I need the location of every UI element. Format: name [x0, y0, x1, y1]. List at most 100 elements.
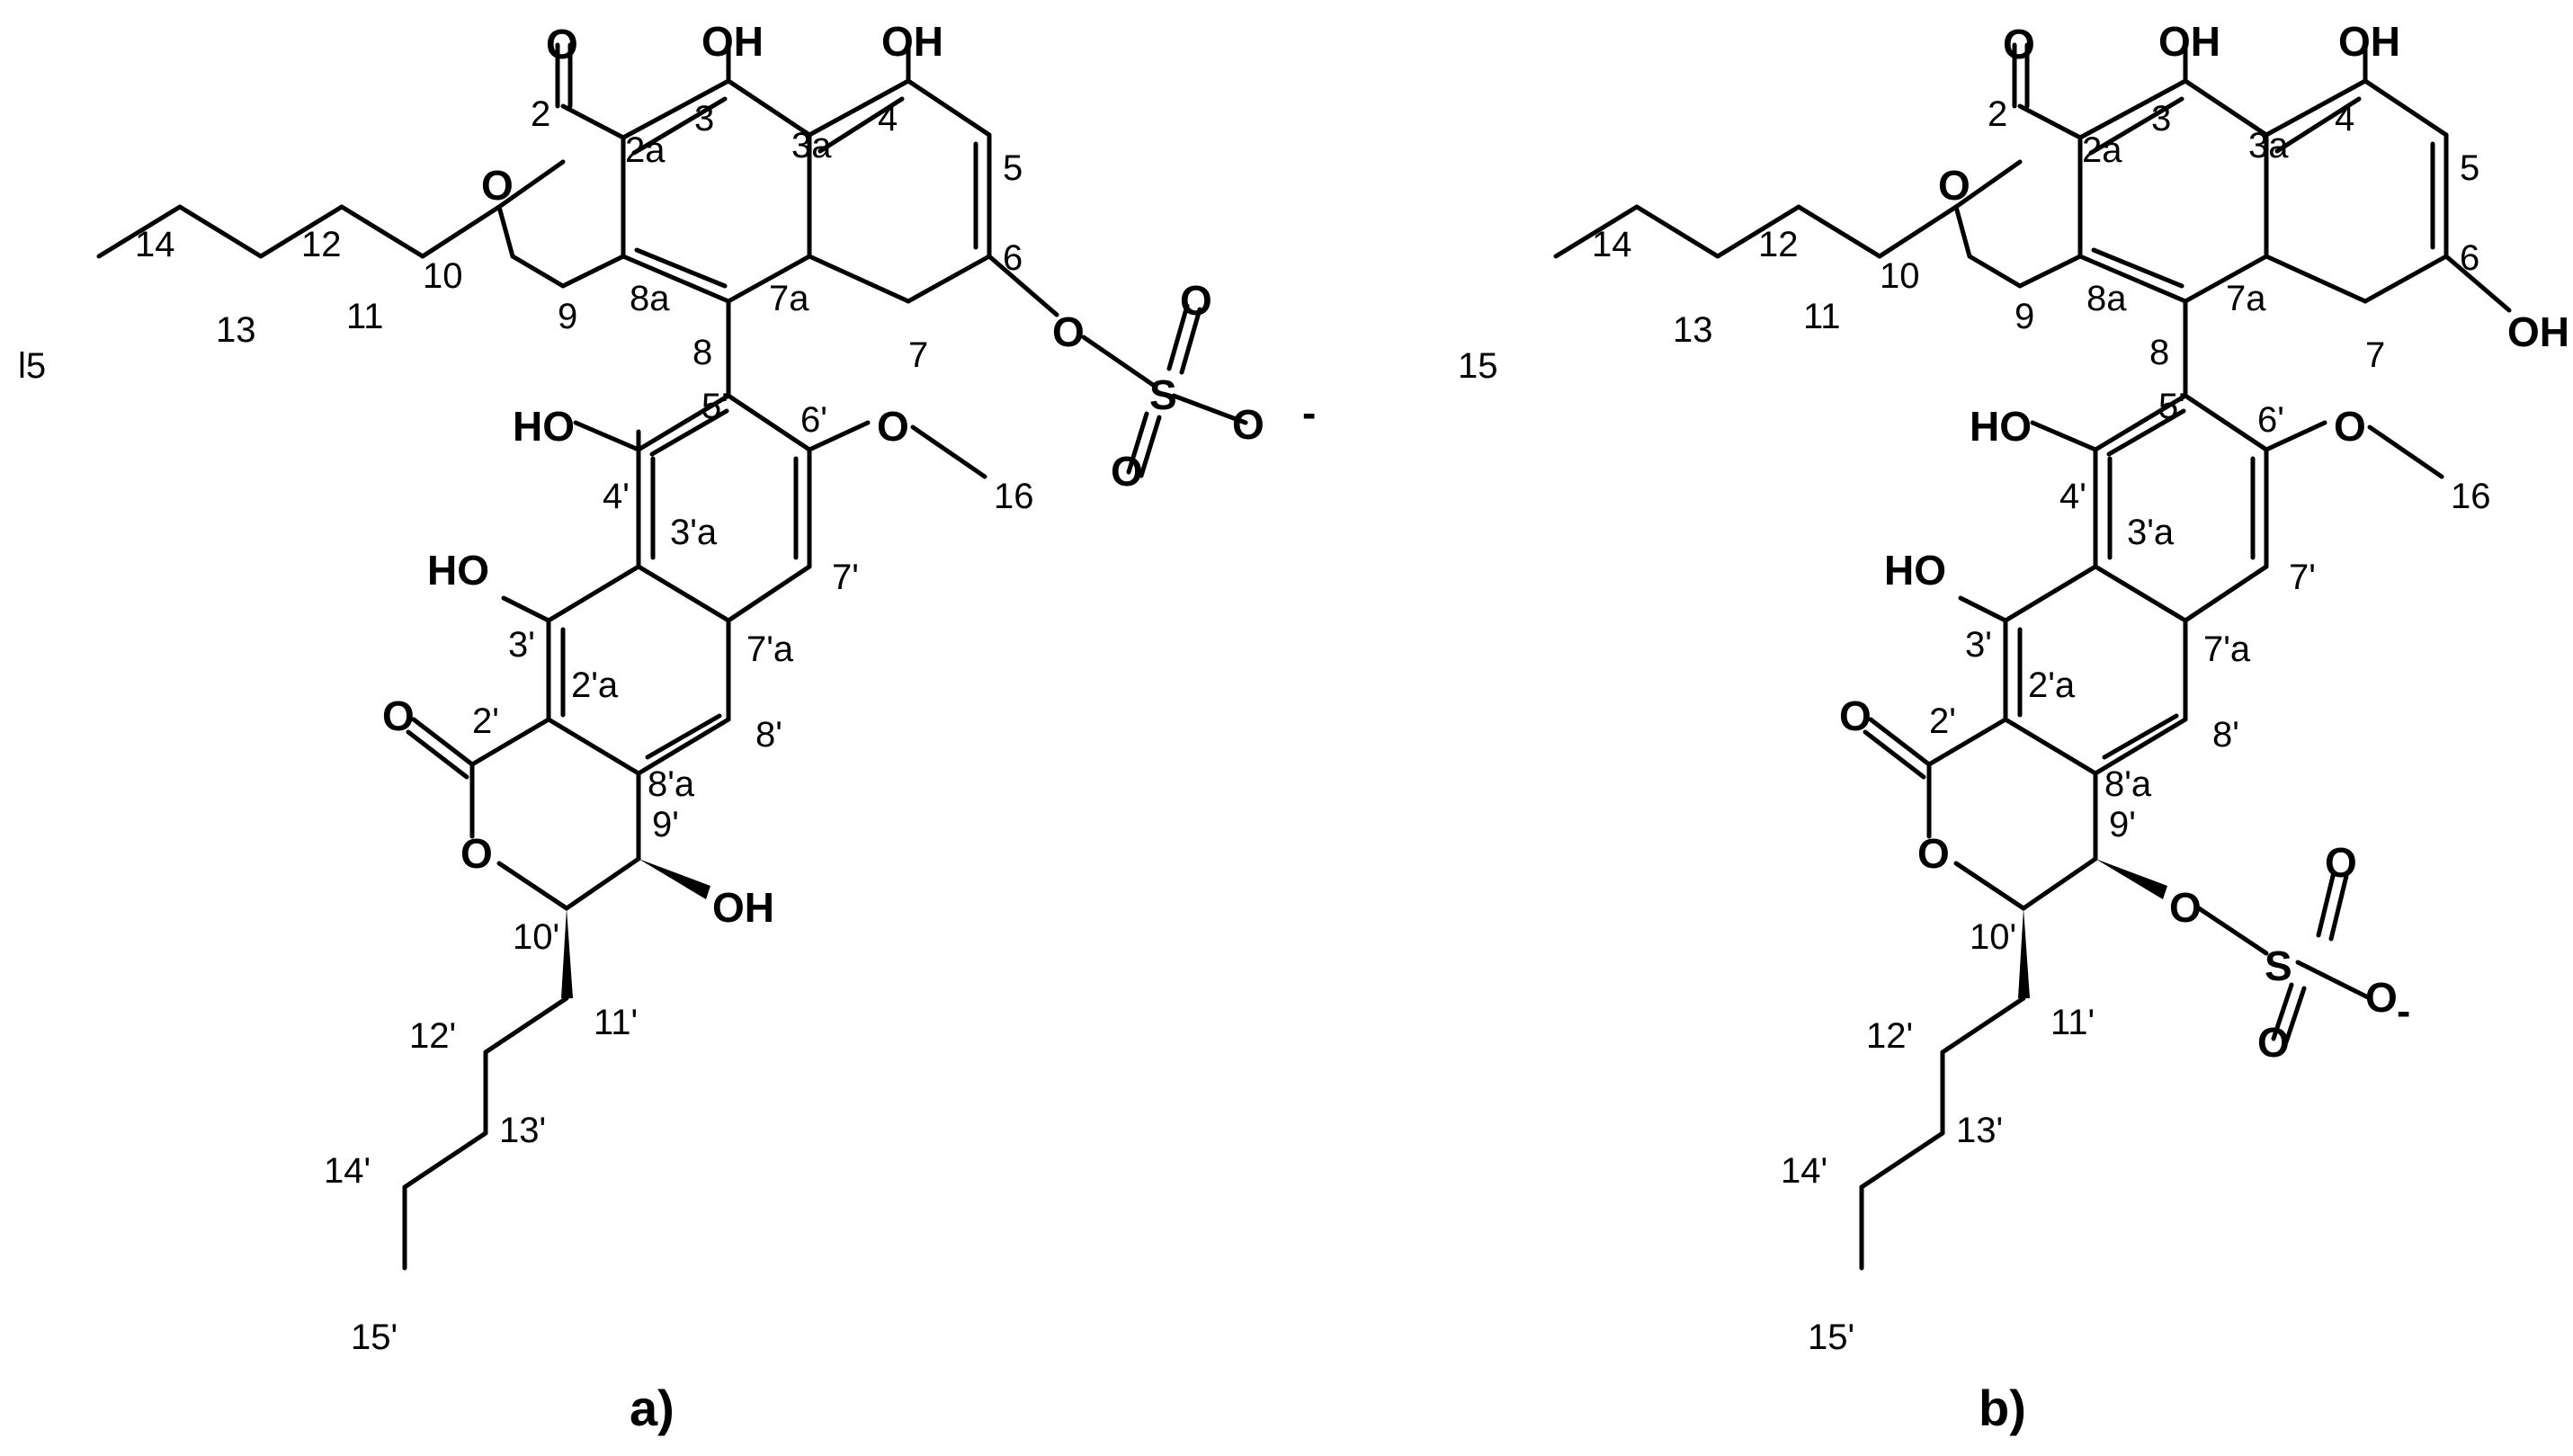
label-11: 11: [1803, 297, 1841, 336]
label-7: 7: [908, 335, 928, 375]
sulfate-ester-oxygen: O: [2169, 884, 2202, 931]
carbonyl-oxygen-prime: O: [382, 692, 415, 739]
label-5prime: 5': [701, 387, 728, 426]
label-13: 13: [216, 310, 256, 350]
label-12prime: 12': [1866, 1016, 1913, 1056]
label-4: 4: [878, 99, 898, 138]
label-3a: 3a: [2248, 126, 2289, 165]
label-4: 4: [2335, 99, 2354, 138]
sulfate-anion-oxygen: O: [2365, 974, 2398, 1021]
label-3a: 3a: [791, 126, 832, 165]
label-2prime-a: 2'a: [2028, 665, 2076, 705]
label-7prime-a: 7'a: [2203, 630, 2251, 669]
lactone-oxygen-prime: O: [1917, 830, 1950, 877]
label-5: 5: [2460, 148, 2479, 188]
carbonyl-oxygen: O: [2003, 21, 2035, 67]
bond-skeleton-b: [1553, 38, 2512, 1271]
label-8: 8: [692, 333, 712, 372]
hydroxyl-4prime: HO: [1970, 403, 2032, 450]
label-6prime: 6': [800, 400, 827, 440]
label-4prime: 4': [603, 477, 630, 516]
negative-charge: -: [2397, 987, 2410, 1034]
negative-charge: -: [1302, 389, 1316, 436]
hydroxyl-4: OH: [881, 18, 943, 65]
label-12prime: 12': [409, 1016, 456, 1056]
label-8prime-a: 8'a: [2104, 764, 2152, 804]
label-3prime: 3': [1965, 625, 1992, 665]
label-15prime: 15': [1808, 1318, 1854, 1357]
label-15: 15: [1458, 346, 1498, 386]
hydroxyl-3: OH: [701, 18, 764, 65]
label-15prime: 15': [351, 1318, 398, 1357]
label-7prime: 7': [832, 558, 859, 597]
label-14: 14: [135, 225, 175, 264]
bond-skeleton-a: [96, 38, 1248, 1271]
label-9prime: 9': [652, 805, 679, 844]
label-11prime: 11': [594, 1003, 638, 1042]
hydroxyl-4prime: HO: [513, 403, 575, 450]
wedge-bond-b-o: [2095, 859, 2167, 899]
label-8: 8: [2149, 333, 2169, 372]
wedge-bond-b-chain: [2018, 908, 2030, 998]
label-14: 14: [1592, 225, 1632, 264]
panel-label-b: b): [1979, 1380, 2026, 1436]
carbonyl-oxygen: O: [546, 21, 578, 67]
sulfate-anion-oxygen: O: [1232, 401, 1264, 448]
label-10: 10: [423, 256, 463, 296]
label-14prime: 14': [1781, 1151, 1827, 1191]
label-3: 3: [694, 99, 714, 138]
label-3prime: 3': [508, 625, 535, 665]
label-7a: 7a: [2226, 279, 2266, 318]
label-14prime: 14': [324, 1151, 371, 1191]
label-6prime: 6': [2257, 400, 2284, 440]
label-3prime-a: 3'a: [2127, 513, 2175, 552]
label-12: 12: [1758, 225, 1799, 264]
label-8a: 8a: [2086, 279, 2127, 318]
label-9: 9: [558, 297, 577, 336]
sulfate-ester-oxygen: O: [1052, 308, 1085, 355]
methoxy-oxygen: O: [2334, 403, 2366, 450]
label-3prime-a: 3'a: [670, 513, 718, 552]
label-12: 12: [301, 225, 342, 264]
hydroxyl-4: OH: [2338, 18, 2400, 65]
sulfate-oxo-bottom: O: [2257, 1019, 2290, 1066]
hydroxyl-3prime: HO: [1884, 547, 1946, 594]
sulfate-oxo-top: O: [1180, 277, 1212, 324]
label-3: 3: [2151, 99, 2171, 138]
label-16: 16: [2451, 477, 2491, 516]
label-6: 6: [1003, 238, 1023, 278]
label-10: 10: [1880, 256, 1920, 296]
label-4prime: 4': [2059, 477, 2086, 516]
sulfate-oxo-bottom: O: [1111, 448, 1143, 495]
label-13: 13: [1673, 310, 1713, 350]
lactone-oxygen-prime: O: [460, 830, 493, 877]
label-5prime: 5': [2158, 387, 2185, 426]
label-9prime: 9': [2109, 805, 2136, 844]
structure-a: O O OH OH O S O O O - HO O HO O O OH 2 2…: [18, 18, 1316, 1436]
sulfur-atom: S: [2265, 942, 2292, 989]
wedge-bond-a-oh: [639, 859, 710, 899]
label-11prime: 11': [2050, 1003, 2095, 1042]
label-10prime: 10': [513, 917, 559, 957]
sulfur-atom: S: [1149, 371, 1177, 418]
label-5: 5: [1003, 148, 1023, 188]
label-10prime: 10': [1970, 917, 2016, 957]
label-7a: 7a: [769, 279, 809, 318]
label-2a: 2a: [625, 130, 666, 170]
panel-label-a: a): [630, 1380, 675, 1436]
label-8prime: 8': [755, 715, 782, 755]
lactone-oxygen: O: [1938, 162, 1970, 209]
structure-b: O O OH OH OH HO O HO O O O S O O O - 2 2…: [1458, 18, 2569, 1436]
label-2: 2: [531, 94, 550, 134]
label-2a: 2a: [2082, 130, 2122, 170]
hydroxyl-9prime: OH: [712, 884, 774, 931]
hydroxyl-6: OH: [2507, 308, 2569, 355]
label-16: 16: [994, 477, 1034, 516]
label-2: 2: [1988, 94, 2007, 134]
label-7prime: 7': [2289, 558, 2316, 597]
label-2prime-a: 2'a: [571, 665, 619, 705]
label-2prime: 2': [472, 701, 499, 741]
hydroxyl-3: OH: [2158, 18, 2220, 65]
